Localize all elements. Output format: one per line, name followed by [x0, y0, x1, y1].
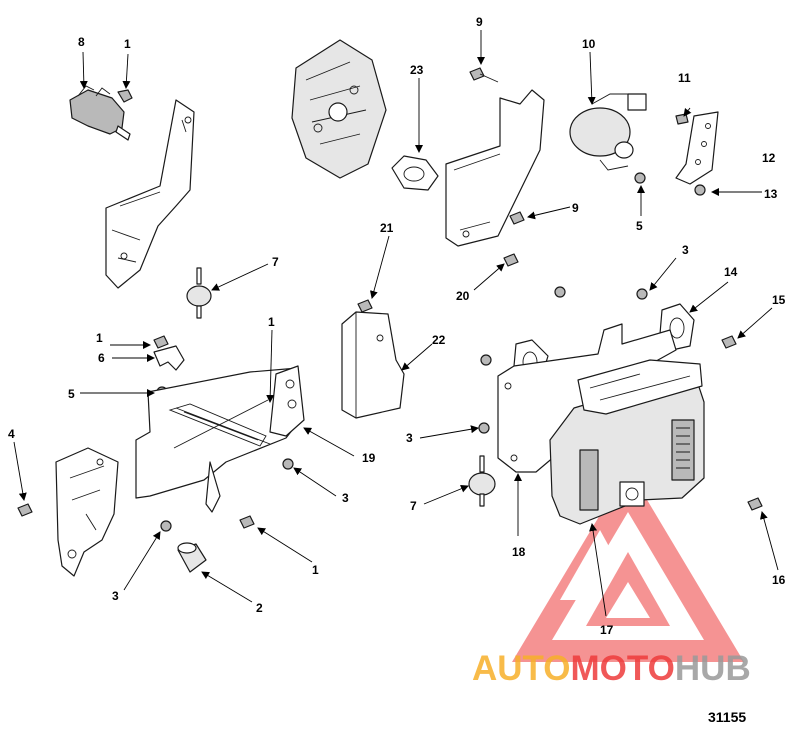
- nut-3-right: [478, 422, 490, 434]
- bolt-1-left: [153, 335, 169, 349]
- nut-3-mid: [282, 458, 294, 470]
- nut-left-panel: [480, 354, 492, 366]
- callout-9: 9: [476, 15, 483, 29]
- bolt-9-mid: [509, 211, 525, 225]
- callout-1: 1: [96, 331, 103, 345]
- callout-8: 8: [78, 35, 85, 49]
- callout-11: 11: [678, 71, 691, 85]
- isolator-mount-lower: [468, 455, 496, 507]
- callout-3: 3: [682, 243, 689, 257]
- brand-moto: MOTO: [571, 649, 675, 688]
- nut-3-top-a: [554, 286, 566, 298]
- callout-2: 2: [256, 601, 263, 615]
- bolt-9-top: [469, 67, 499, 83]
- upper-left-bracket: [105, 99, 195, 289]
- callout-5: 5: [636, 219, 643, 233]
- bolt-16: [747, 497, 763, 511]
- engine-casting-part: [291, 39, 387, 179]
- callout-18: 18: [512, 545, 526, 559]
- callout-20: 20: [456, 289, 470, 303]
- nut-3-top-b: [636, 288, 648, 300]
- ignition-coil-part: [569, 93, 647, 171]
- clip-part: [153, 345, 185, 371]
- callout-labels: 8 1 9 23 10 11 12 13 5 7 21 22 20 3 14 1…: [8, 15, 786, 637]
- svg-text:AUTOMOTOHUB: AUTOMOTOHUB: [472, 649, 751, 688]
- bolt-15: [721, 335, 737, 349]
- callout-12: 12: [762, 151, 776, 165]
- mounting-plate-22: [341, 311, 405, 419]
- spacer-part: [177, 542, 207, 573]
- ecu-module-part: [549, 359, 705, 525]
- bolt-20: [503, 253, 519, 267]
- callout-1: 1: [268, 315, 275, 329]
- brand-auto: AUTO: [472, 649, 571, 688]
- callout-1: 1: [312, 563, 319, 577]
- callout-10: 10: [582, 37, 596, 51]
- leader-lines: [13, 30, 779, 617]
- small-mounting-bracket: [675, 111, 719, 185]
- callout-17: 17: [600, 623, 614, 637]
- callout-19: 19: [362, 451, 376, 465]
- figure-number: 31155: [708, 709, 746, 725]
- left-mounting-plate: [135, 365, 305, 513]
- callout-14: 14: [724, 265, 738, 279]
- callout-23: 23: [410, 63, 424, 77]
- callout-3: 3: [406, 431, 413, 445]
- lower-left-bracket: [55, 447, 119, 577]
- callout-7: 7: [272, 255, 279, 269]
- bolt-21: [357, 299, 373, 313]
- callout-1: 1: [124, 37, 131, 51]
- nut-3-low: [160, 520, 172, 532]
- callout-6: 6: [98, 351, 105, 365]
- isolator-mount-upper: [186, 267, 212, 319]
- brand-hub: HUB: [675, 649, 751, 688]
- callout-15: 15: [772, 293, 786, 307]
- gasket-part: [391, 155, 439, 191]
- callout-21: 21: [380, 221, 394, 235]
- callout-5: 5: [68, 387, 75, 401]
- coil-bracket: [445, 89, 545, 247]
- callout-4: 4: [8, 427, 15, 441]
- bolt-4: [17, 503, 33, 517]
- watermark-logo: [512, 468, 744, 662]
- nut-13: [694, 184, 706, 196]
- nut-5-top: [634, 172, 646, 184]
- bolt-1-low: [239, 515, 255, 529]
- callout-13: 13: [764, 187, 778, 201]
- callout-16: 16: [772, 573, 786, 587]
- callout-22: 22: [432, 333, 446, 347]
- relay-switch-part: [69, 85, 131, 141]
- callout-3: 3: [342, 491, 349, 505]
- callout-9: 9: [572, 201, 579, 215]
- callout-7: 7: [410, 499, 417, 513]
- watermark-text: AUTOMOTOHUB: [472, 649, 751, 688]
- bolt-11: [675, 113, 689, 125]
- callout-3: 3: [112, 589, 119, 603]
- bolt-1-top: [117, 89, 133, 103]
